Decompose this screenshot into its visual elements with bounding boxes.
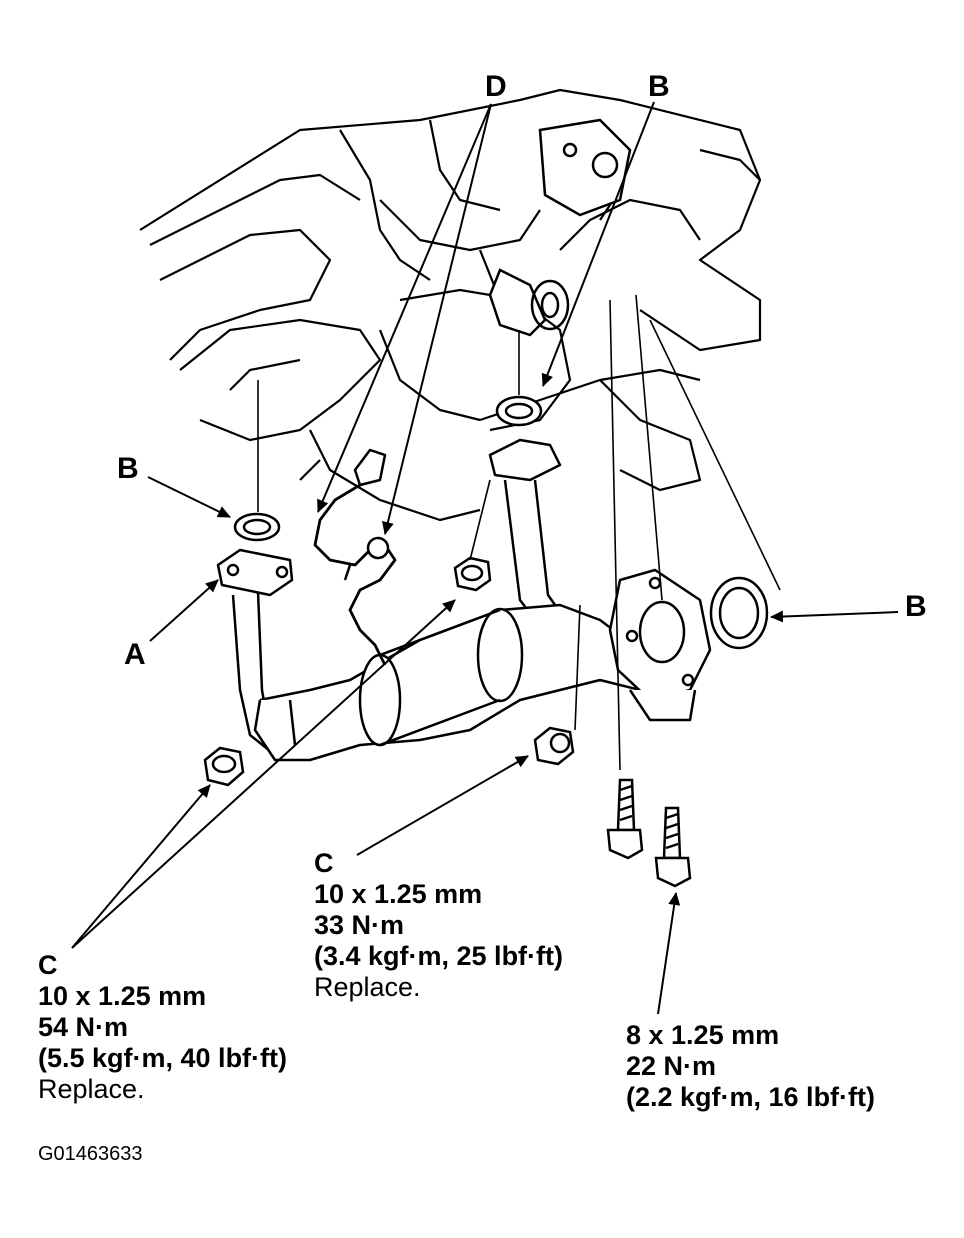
- spec-c-left-torque: 54 N·m: [38, 1012, 129, 1042]
- spec-c-middle: C 10 x 1.25 mm 33 N·m (3.4 kgf·m, 25 lbf…: [314, 848, 563, 1003]
- spec-c-left: C 10 x 1.25 mm 54 N·m (5.5 kgf·m, 40 lbf…: [38, 950, 287, 1105]
- alignment-lines: [257, 294, 781, 771]
- gasket-b-right: [709, 576, 769, 650]
- engine-block-outline: [139, 88, 762, 522]
- callout-b-right: B: [905, 590, 927, 623]
- figure-id: G01463633: [38, 1143, 143, 1165]
- spec-c-middle-letter: C: [314, 848, 334, 878]
- spec-c-middle-torque: 33 N·m: [314, 910, 405, 940]
- leader-arrows: [71, 101, 899, 1015]
- spec-c-left-alt: (5.5 kgf·m, 40 lbf·ft): [38, 1043, 288, 1073]
- callout-b-top: B: [648, 70, 670, 103]
- oxygen-sensor-harness: [313, 448, 397, 666]
- spec-c-middle-alt: (3.4 kgf·m, 25 lbf·ft): [314, 941, 564, 971]
- nut-c-upper: [453, 556, 492, 592]
- gasket-b-upper: [495, 395, 543, 427]
- spec-c-left-note: Replace.: [38, 1074, 145, 1104]
- spec-bolt-right: 8 x 1.25 mm 22 N·m (2.2 kgf·m, 16 lbf·ft…: [626, 1020, 875, 1113]
- callout-b-left: B: [117, 452, 139, 485]
- nut-c-mid: [533, 726, 575, 766]
- gasket-b-left: [233, 512, 281, 542]
- spec-bolt-size: 8 x 1.25 mm: [626, 1020, 780, 1050]
- catalytic-converter: [253, 438, 641, 762]
- spec-bolt-alt: (2.2 kgf·m, 16 lbf·ft): [626, 1082, 876, 1112]
- spec-c-left-size: 10 x 1.25 mm: [38, 981, 207, 1011]
- nut-c-left: [203, 746, 245, 787]
- spec-c-middle-note: Replace.: [314, 972, 421, 1002]
- bolt-right: [654, 806, 692, 888]
- spec-bolt-torque: 22 N·m: [626, 1051, 717, 1081]
- spec-c-middle-size: 10 x 1.25 mm: [314, 879, 483, 909]
- rear-flange: [608, 568, 712, 722]
- callout-d: D: [485, 70, 507, 103]
- bolt-left: [606, 778, 644, 860]
- spec-c-left-letter: C: [38, 950, 58, 980]
- callout-a: A: [124, 638, 146, 671]
